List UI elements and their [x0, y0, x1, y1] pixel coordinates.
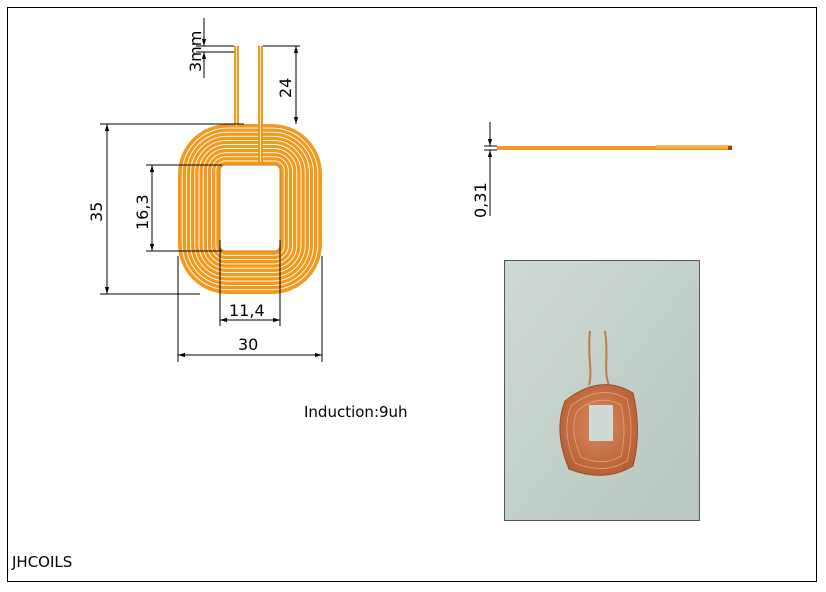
coil-photo	[504, 260, 700, 521]
brand-name: JHCOILS	[12, 553, 73, 571]
coil-winding-turn	[185, 131, 315, 286]
dim-thickness: 0,31	[471, 182, 490, 218]
coil-winding-turn	[211, 156, 289, 261]
dim-lead-width: 3mm	[186, 31, 205, 72]
coil-winding-turn	[198, 144, 302, 273]
coil-winding-turn	[181, 127, 319, 291]
coil-front-view	[178, 46, 322, 294]
coil-side-view	[497, 145, 732, 150]
coil-inner-window	[219, 164, 281, 252]
coil-winding-turn	[190, 135, 310, 282]
dim-lead-length: 24	[276, 78, 295, 98]
coil-winding-turn	[202, 148, 298, 269]
front-view-dimensions: 3mm 24 35 16,3 11,4 30	[87, 18, 323, 362]
coil-winding-turn	[215, 160, 285, 256]
dim-outer-height: 35	[87, 202, 106, 222]
coil-windings	[181, 127, 319, 291]
dim-inner-width: 11,4	[229, 301, 265, 320]
dim-inner-height: 16,3	[133, 194, 152, 230]
drawing-border	[7, 7, 817, 582]
coil-winding-turn	[194, 139, 306, 278]
side-view-dimensions: 0,31	[471, 122, 497, 218]
coil-side-body	[497, 146, 732, 150]
dim-outer-width: 30	[238, 335, 258, 354]
coil-winding-turn	[206, 152, 294, 265]
coil-photo-image	[505, 261, 699, 520]
induction-value: Induction:9uh	[304, 403, 408, 421]
